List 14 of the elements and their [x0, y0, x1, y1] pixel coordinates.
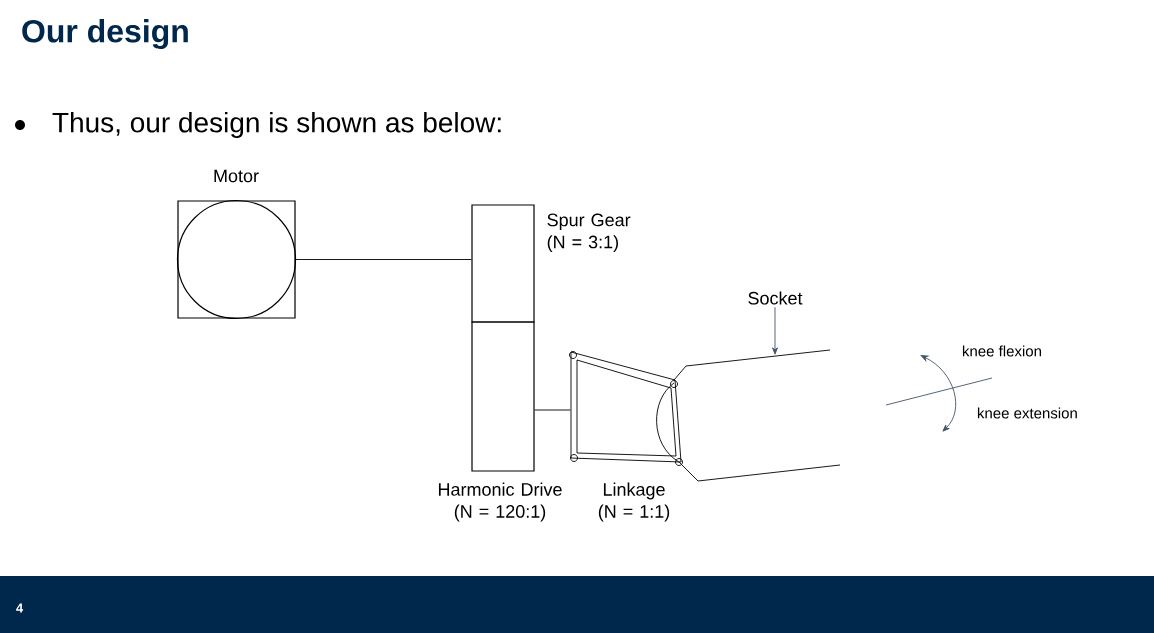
- socket-drawing: [656, 349, 841, 482]
- shaft-line: [295, 259, 472, 260]
- leader-line: [772, 306, 778, 355]
- annotation-text: knee flexion: [962, 345, 1041, 357]
- component-label: Spur Gear (N = 3:1): [547, 213, 631, 252]
- component-label: Linkage (N = 1:1): [598, 482, 670, 522]
- component-label: Motor: [214, 169, 259, 183]
- shaft-line: [534, 409, 571, 411]
- component-label: Socket: [748, 291, 803, 305]
- slide-title: Our design: [22, 19, 188, 49]
- component-label: Harmonic Drive (N = 120:1): [438, 482, 562, 522]
- page-number: 4: [16, 603, 24, 613]
- bullet-text: Thus, our design is shown as below:: [52, 111, 501, 139]
- annotation-text: knee extension: [977, 407, 1077, 419]
